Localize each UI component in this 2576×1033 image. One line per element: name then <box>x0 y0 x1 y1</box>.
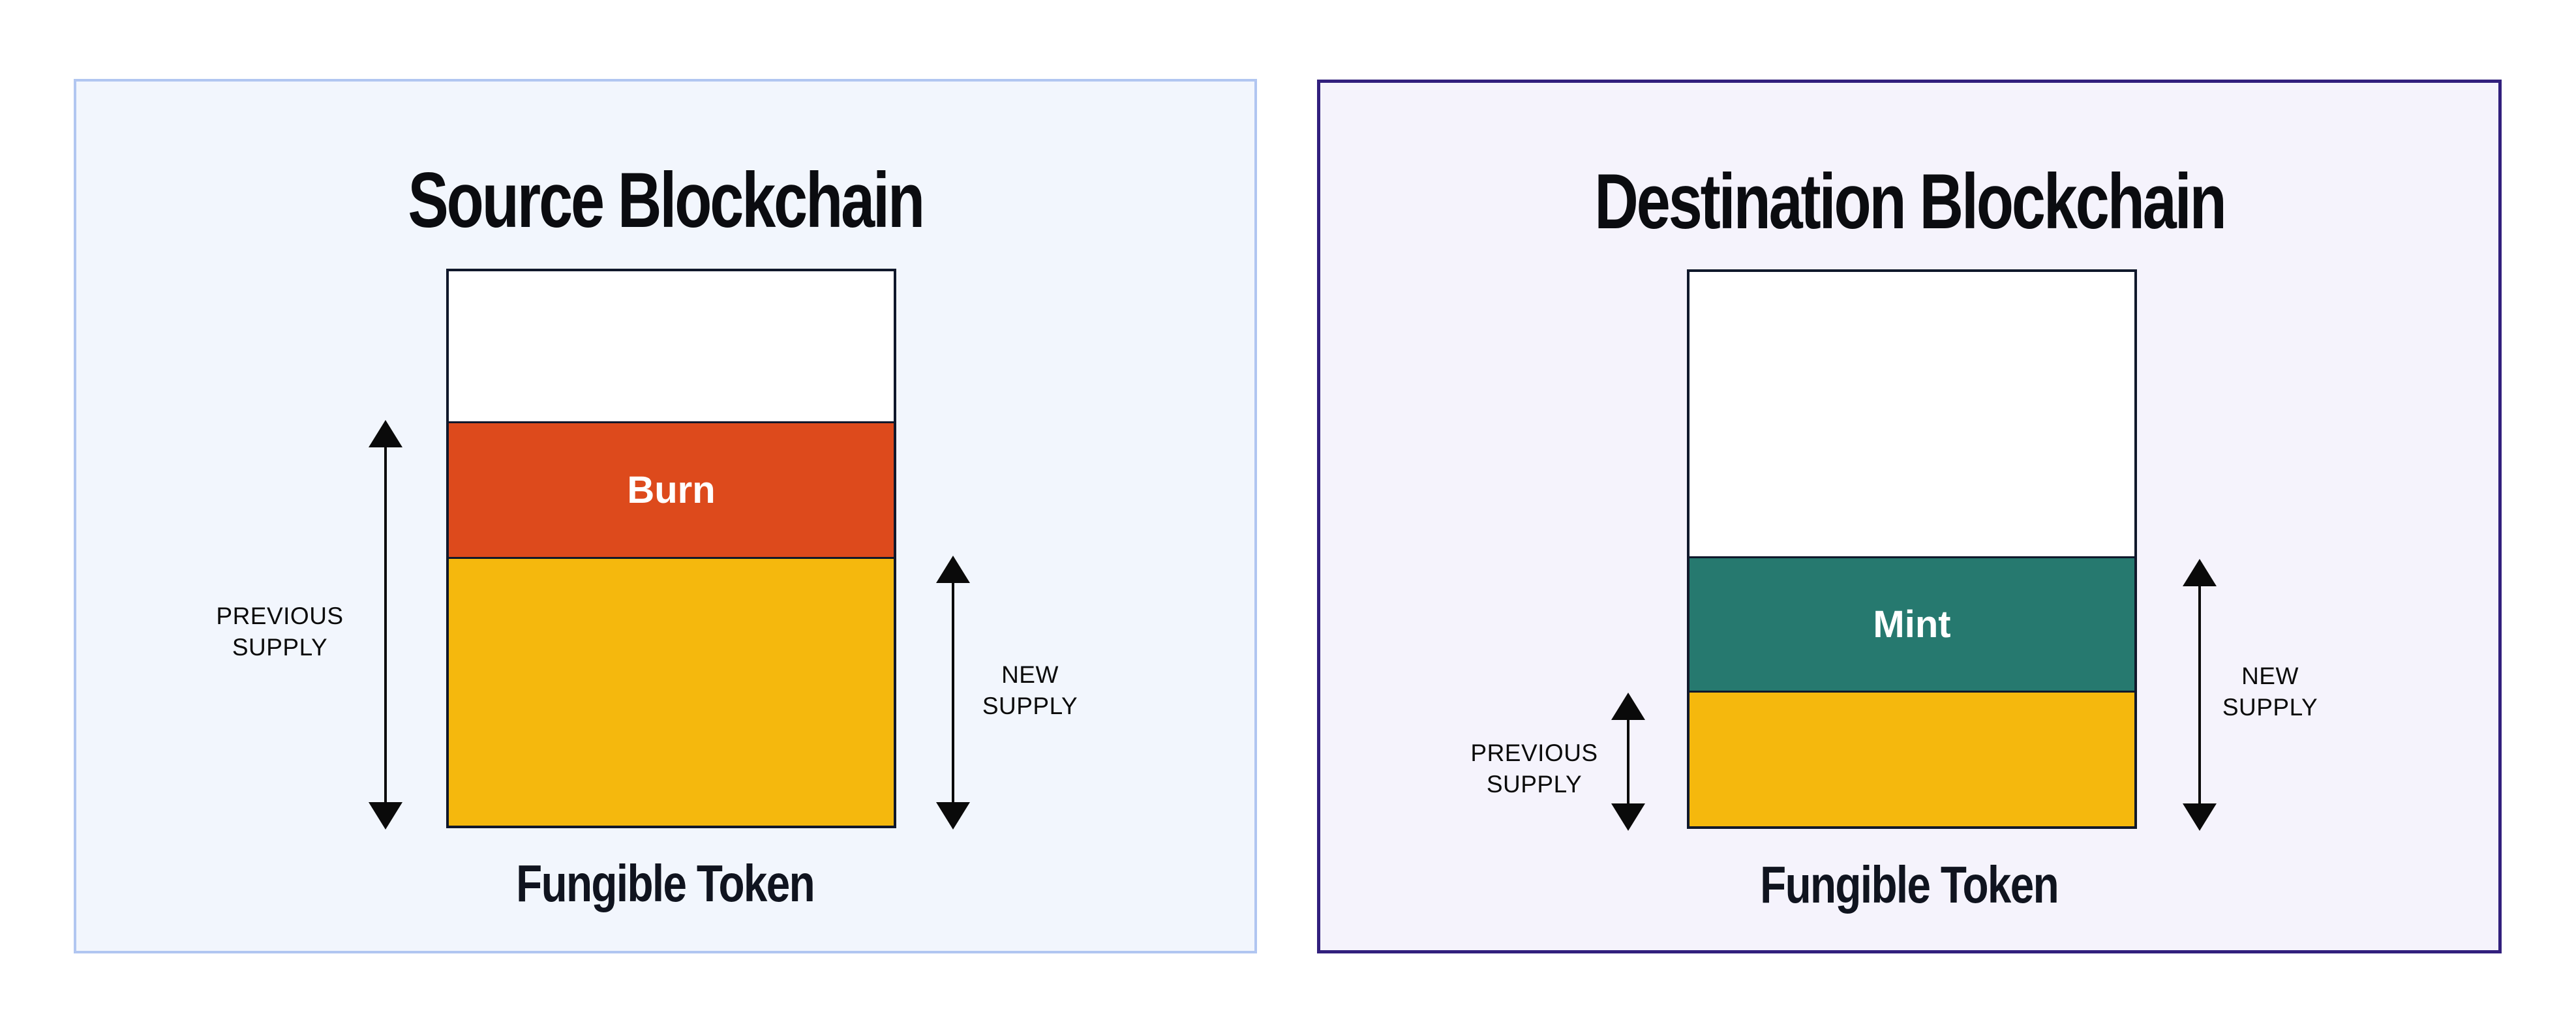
source-new-supply-label-line1: NEW <box>1001 661 1059 688</box>
destination-previous-supply-arrow <box>1611 693 1646 831</box>
source-blockchain-panel: Source Blockchain Burn PREVIOUS SUPPLY N… <box>74 79 1257 953</box>
arrowhead-down-icon <box>2183 803 2217 831</box>
source-panel-caption: Fungible Token <box>76 850 1254 918</box>
source-bar-new-supply-segment <box>449 557 894 826</box>
source-panel-title-text: Source Blockchain <box>408 157 925 244</box>
destination-previous-supply-label: PREVIOUS SUPPLY <box>1430 738 1639 800</box>
source-previous-supply-label: PREVIOUS SUPPLY <box>175 601 384 663</box>
source-new-supply-arrow <box>935 556 971 830</box>
source-new-supply-label-line2: SUPPLY <box>982 693 1078 719</box>
destination-panel-title: Destination Blockchain <box>1320 158 2498 245</box>
source-panel-title: Source Blockchain <box>76 157 1254 244</box>
burn-segment-label: Burn <box>627 469 716 511</box>
destination-new-supply-label-line1: NEW <box>2241 663 2299 689</box>
destination-panel-title-text: Destination Blockchain <box>1594 158 2226 245</box>
source-previous-supply-label-line1: PREVIOUS <box>216 603 344 629</box>
destination-blockchain-panel: Destination Blockchain Mint PREVIOUS SUP… <box>1317 80 2502 953</box>
arrow-stem <box>384 440 387 810</box>
source-previous-supply-label-line2: SUPPLY <box>232 634 328 661</box>
arrowhead-down-icon <box>369 802 402 830</box>
arrow-stem <box>2198 578 2201 811</box>
destination-bar-empty-segment <box>1690 272 2134 556</box>
destination-panel-caption: Fungible Token <box>1320 851 2498 919</box>
destination-new-supply-label: NEW SUPPLY <box>2166 661 2374 723</box>
arrow-stem <box>1627 712 1629 811</box>
destination-bar-previous-supply-segment <box>1690 691 2134 826</box>
arrowhead-down-icon <box>1611 803 1645 831</box>
source-previous-supply-arrow <box>368 420 403 830</box>
destination-token-supply-bar: Mint <box>1687 269 2137 829</box>
source-new-supply-label: NEW SUPPLY <box>926 659 1134 722</box>
destination-previous-supply-label-line2: SUPPLY <box>1486 771 1583 798</box>
destination-new-supply-arrow <box>2182 559 2217 831</box>
source-token-supply-bar: Burn <box>446 269 896 828</box>
mint-segment-label: Mint <box>1873 603 1951 646</box>
arrow-stem <box>952 575 954 810</box>
source-bar-empty-segment <box>449 271 894 421</box>
destination-new-supply-label-line2: SUPPLY <box>2222 694 2318 721</box>
destination-bar-mint-segment: Mint <box>1690 556 2134 691</box>
destination-panel-caption-text: Fungible Token <box>1760 856 2060 914</box>
arrowhead-down-icon <box>936 802 970 830</box>
source-panel-caption-text: Fungible Token <box>516 854 816 912</box>
destination-previous-supply-label-line1: PREVIOUS <box>1470 740 1598 766</box>
source-bar-burn-segment: Burn <box>449 421 894 557</box>
